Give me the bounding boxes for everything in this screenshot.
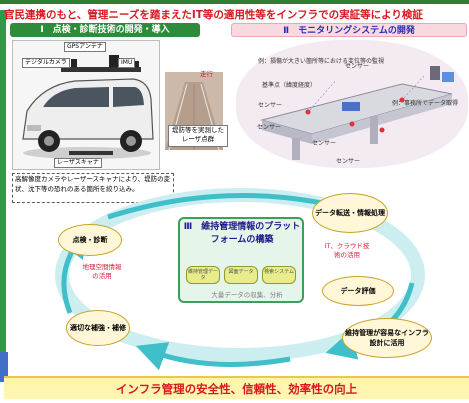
maintenance-db: 維持管理データ [186,266,220,284]
platform-box [178,217,304,303]
left-tab [0,352,8,382]
drawing-db: 図面データ [224,266,258,284]
platform-title: Ⅲ 維持管理情報のプラットフォームの構築 [183,222,301,245]
headline: 官民連携のもと、管理ニーズを踏まえたIT等の適用性等をインフラでの実証等により検… [4,9,423,21]
platform-subtitle: 大量データの収集、分析 [211,291,283,299]
sensor-label-4: センサー [312,140,337,147]
data-transfer-bubble: データ転送・情報処理 [312,193,388,233]
digital-camera-label: デジタルカメラ [22,58,70,68]
survey-vehicle-photo [12,40,160,170]
sensor-label-2: センサー [258,102,283,109]
office-data-note: 例：事務所でデータ取得 [392,100,459,107]
laser-caption: 堤防等を実測したレーザ点群 [168,125,228,147]
inspection-bubble: 点検・診断 [58,224,122,256]
geo-info-label: 地理空間情報の活用 [80,263,124,285]
inspection-lead-text: 高解像度カメラやレーザースキャナにより、堤防の変状、沈下等の恐れのある箇所を絞り… [12,173,174,203]
section2-title: Ⅱ モニタリングシステムの開発 [231,23,467,37]
imu-label: IMU [118,58,136,68]
left-rule [0,10,6,352]
base-point-note: 基準点（緯度経度） [262,82,317,89]
bridge-sensor-illustration [260,66,454,160]
section1-title: Ⅰ 点検・診断技術の開発・導入 [10,23,200,37]
repair-bubble: 適切な補強・補修 [66,310,130,346]
it-cloud-label: IT、クラウド技術の活用 [324,242,370,270]
sensor-label-5: センサー [336,158,361,165]
sensor-label-1: センサー [345,63,370,70]
data-evaluation-bubble: データ評価 [322,276,394,306]
gps-antenna-label: GPSアンテナ [64,42,106,52]
sensor-label-3: センサー [257,124,282,131]
conclusion-banner: インフラ管理の安全性、信頼性、効率性の向上 [4,376,469,399]
top-rule [0,0,469,4]
search-system-db: 検索システム [262,266,296,284]
laser-scanner-label: レーザスキャナ [54,158,102,168]
easy-design-bubble: 維持管理が容易なインフラ設計に活用 [342,318,432,358]
monitoring-example-note: 例：損傷が大きい箇所等における変位等の監視 [258,58,385,65]
survey-vehicle-illustration [13,41,159,169]
travel-label: 走行 [200,70,213,78]
